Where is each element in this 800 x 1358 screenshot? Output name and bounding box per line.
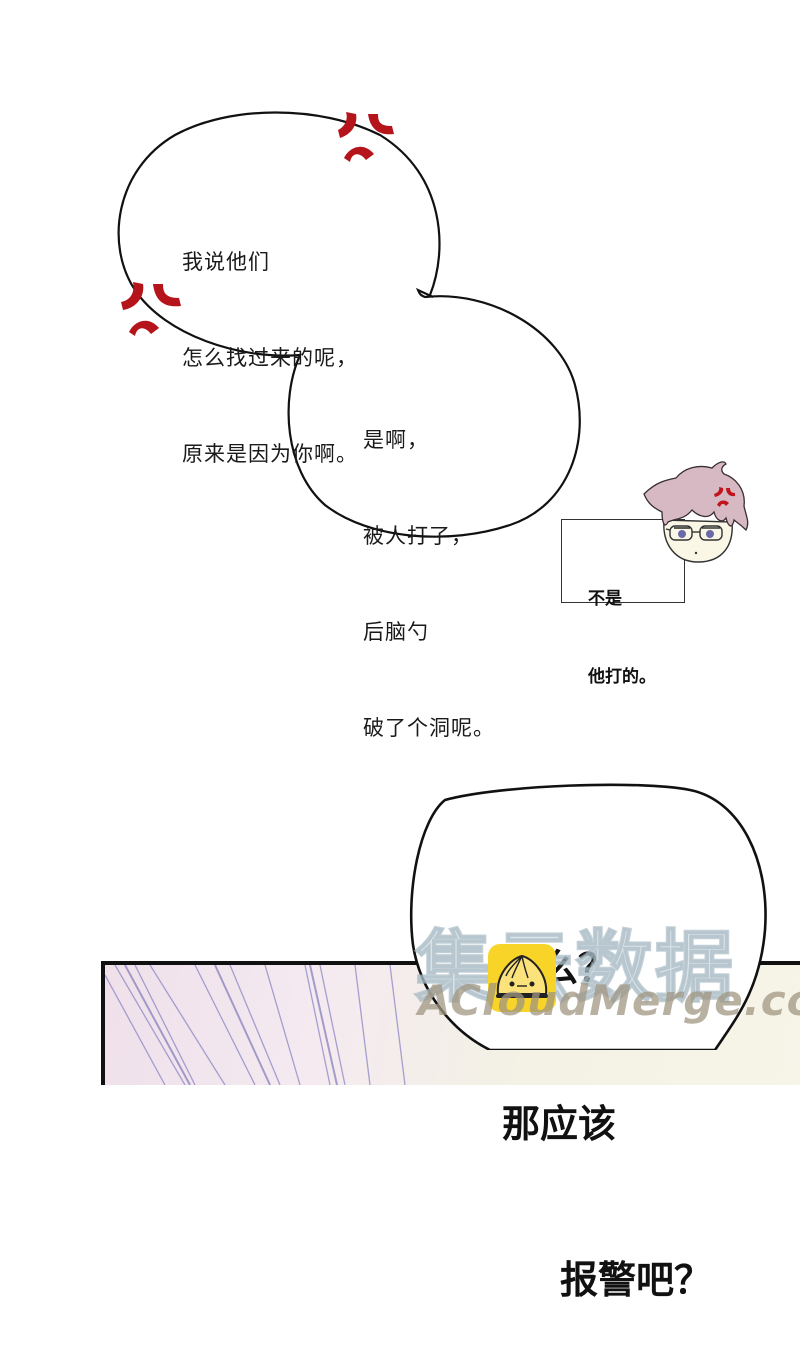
speech-text-left: 我说他们 怎么找过来的呢， 原来是因为你啊。 (182, 182, 358, 502)
watermark-en: ACloudMerge.com (418, 976, 800, 1025)
shout-line: 那应该 (502, 1102, 617, 1146)
speech-line: 被人打了， (363, 524, 473, 548)
shout-line: 报警吧？ (560, 1258, 713, 1302)
speech-line: 原来是因为你啊。 (182, 442, 358, 466)
speech-line: 后脑勺 (363, 620, 429, 644)
anger-vein-icon (338, 112, 394, 162)
narration-line: 不是 (588, 589, 622, 609)
steamed-bun-logo (488, 944, 556, 1012)
speech-line: 我说他们 (182, 250, 270, 274)
speech-bubble-right (287, 287, 581, 538)
speech-text-right: 是啊， 被人打了， 后脑勺 破了个洞呢。 (363, 360, 495, 776)
chibi-character-head (643, 461, 749, 563)
narration-text: 不是 他打的。 (588, 534, 656, 742)
steamed-bun-icon (496, 954, 548, 998)
speech-line: 是啊， (363, 428, 429, 452)
watermark-cn: 集云数据 (414, 922, 736, 1014)
anger-vein-icon (121, 282, 181, 336)
speech-line: 破了个洞呢。 (363, 716, 495, 740)
speech-bubble-left (117, 111, 441, 357)
narration-line: 他打的。 (588, 667, 656, 687)
anger-vein-icon (714, 487, 735, 507)
speech-line: 怎么找过来的呢， (182, 346, 358, 370)
